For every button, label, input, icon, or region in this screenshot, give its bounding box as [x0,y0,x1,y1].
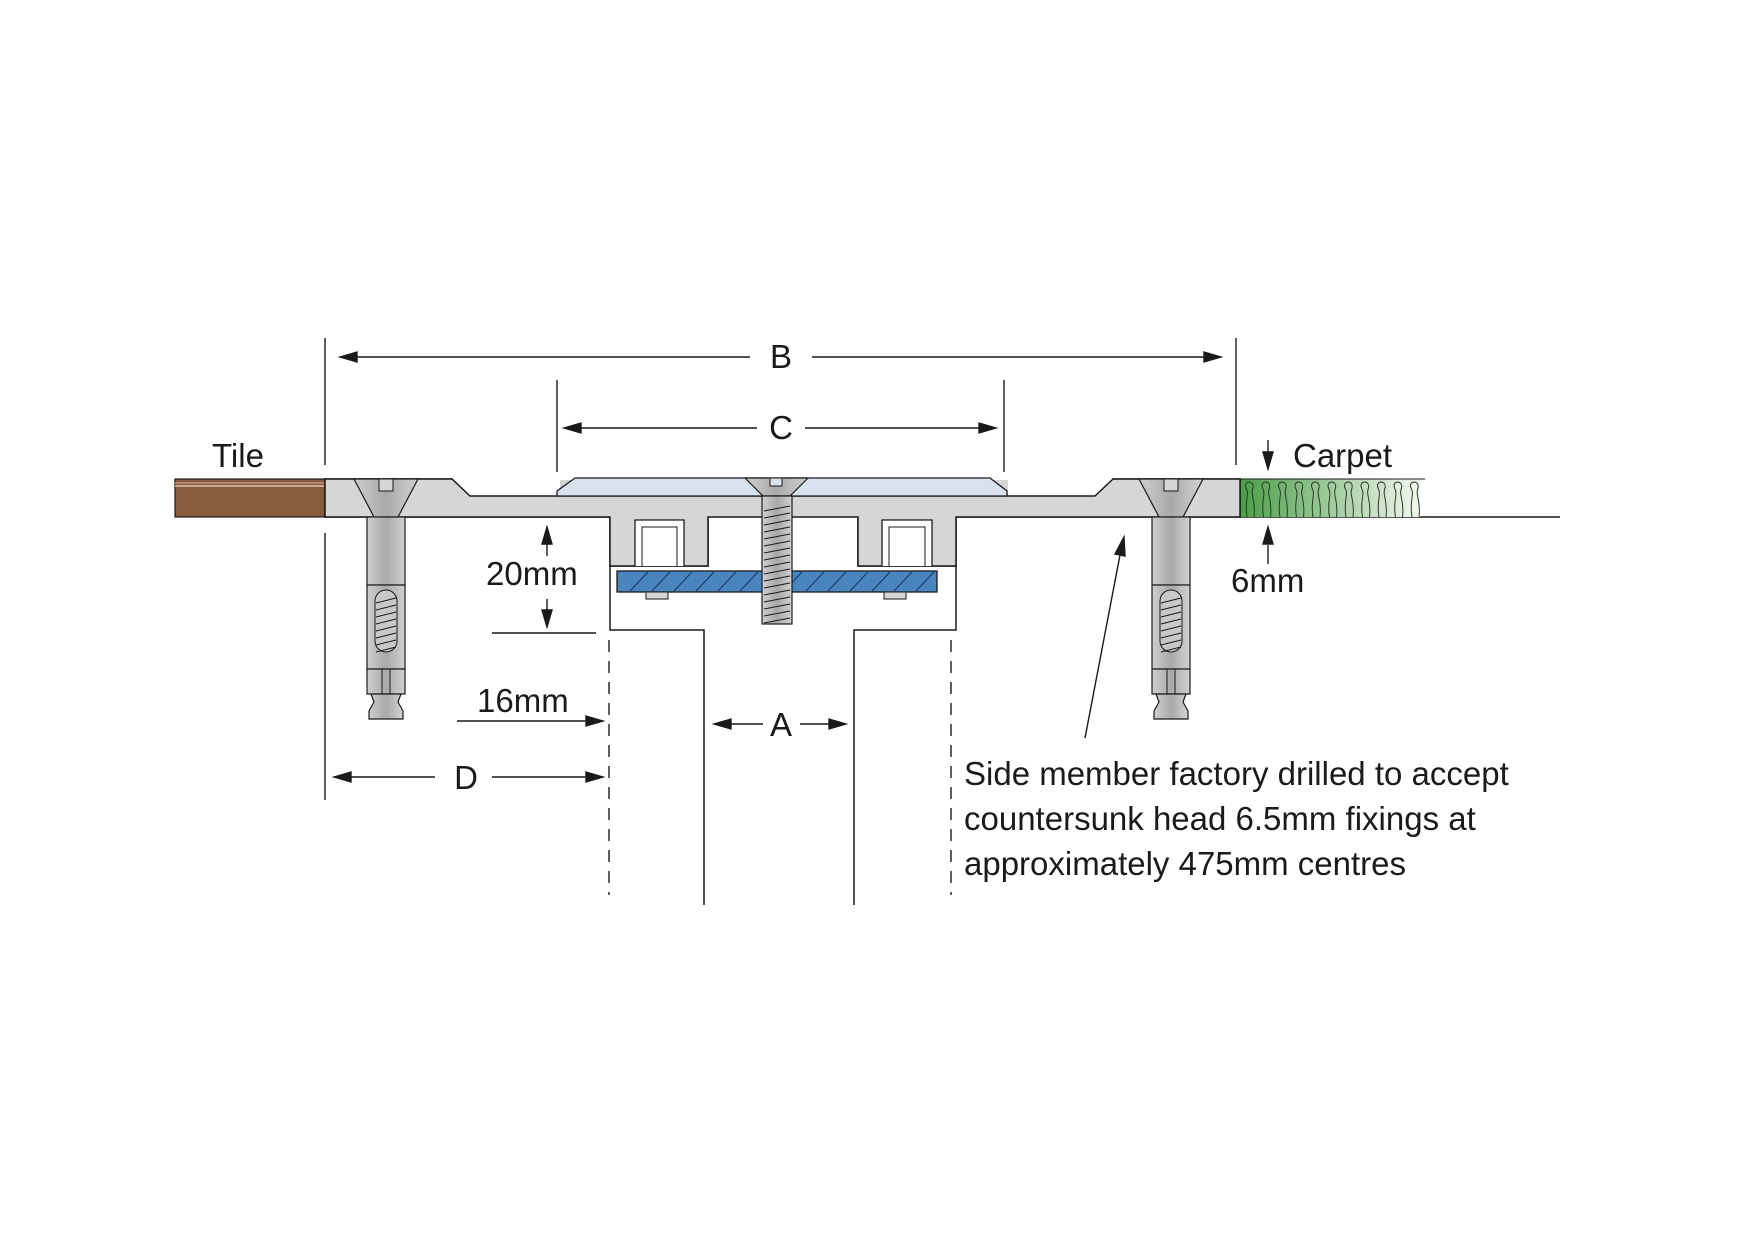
joint-gap-left [609,566,705,905]
carpet-pile-tuft [1360,481,1371,518]
offset-16mm-label: 16mm [477,682,569,719]
carpet-pile-tuft [1410,481,1420,518]
hatch-line [629,571,649,592]
depth-20mm-label: 20mm [486,555,578,592]
hatch-line [695,571,715,592]
thread-line [763,603,791,610]
dimension-arrows [331,351,1274,783]
note-line-2: countersunk head 6.5mm fixings at [964,800,1476,837]
carpet-label: Carpet [1293,437,1392,474]
hatch-line [651,571,671,592]
carpet-pile-tuft [1278,481,1288,518]
joint-gap-right [853,566,957,905]
thread-line [375,618,397,625]
right-anchor [1138,478,1204,720]
thread-line [763,512,791,519]
thread-line [763,568,791,575]
carpet-pile-tuft [1327,481,1338,518]
extension-lines [324,338,1237,800]
thread-line [375,625,397,632]
screw-slot [378,478,394,492]
dimension-a-label: A [770,706,792,743]
note-line-1: Side member factory drilled to accept [964,755,1509,792]
hatch-line [717,571,737,592]
carpet [1240,478,1425,518]
thread-line [763,505,791,512]
anchor-cone [368,693,404,720]
hatch-line [673,571,693,592]
center-screw [743,477,810,625]
thread-line [763,526,791,533]
anchor-cone [1153,693,1189,720]
thread-line [763,519,791,526]
dimension-c-label: C [769,409,793,446]
anchor-split [366,668,406,695]
left-anchor [353,478,419,720]
carpet-pile-tuft [1311,481,1321,518]
thread-line [375,611,397,618]
thread-line [763,610,791,617]
dimension-b-label: B [770,338,792,375]
thread-line [1160,625,1182,632]
carpet-pile-tuft [1377,481,1387,518]
hatch-line [739,571,759,592]
anchor-shank [366,516,406,586]
hatch-line [805,571,825,592]
thread-line [375,597,397,604]
thread-line [1160,611,1182,618]
thread-line [763,554,791,561]
thread-line [763,561,791,568]
thread-line [375,639,397,646]
thread-line [763,596,791,603]
thread-line [1160,639,1182,646]
carpet-pile-tuft [1245,481,1255,518]
dimension-d-label: D [454,759,478,796]
hatch-line [871,571,891,592]
hatch-line [849,571,869,592]
carpet-pile-tuft [1294,481,1305,518]
hatch-line [893,571,913,592]
thread-line [1160,604,1182,611]
carpet-pile-tuft [1261,481,1272,518]
thread-line [375,632,397,639]
thread-line [763,589,791,596]
hatch-line [827,571,847,592]
thread-line [763,582,791,589]
tile [174,478,326,518]
thread-line [763,533,791,540]
hatch-line [915,571,935,592]
thread-line [763,575,791,582]
screw-slot [1163,478,1179,492]
anchor-shank [1151,516,1191,586]
thread-line [375,604,397,611]
carpet-thickness-label: 6mm [1231,562,1304,599]
thread-line [763,547,791,554]
thread-line [1160,646,1182,653]
thread-line [1160,597,1182,604]
thread-line [763,540,791,547]
carpet-pile-tuft [1393,481,1404,518]
tile-label: Tile [212,437,264,474]
thread-line [763,617,791,624]
thread-line [1160,632,1182,639]
anchor-split [1151,668,1191,695]
thread-line [375,646,397,653]
carpet-pile-tuft [1344,481,1354,518]
note-line-3: approximately 475mm centres [964,845,1406,882]
thread-line [1160,618,1182,625]
